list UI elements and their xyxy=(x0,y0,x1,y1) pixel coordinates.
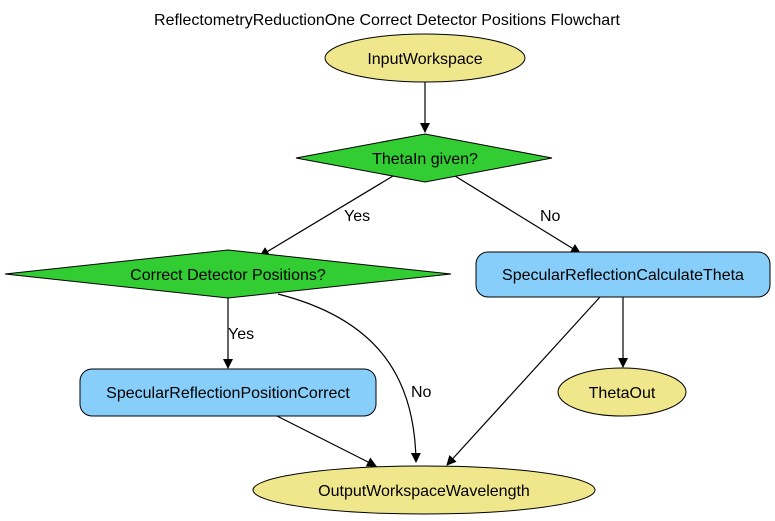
output-workspace-wavelength-label: OutputWorkspaceWavelength xyxy=(318,483,530,500)
edge-label-correct-no: No xyxy=(411,384,432,401)
theta-in-given-label: ThetaIn given? xyxy=(372,151,478,168)
edge-theta-in-yes xyxy=(259,175,394,257)
specular-position-correct-shape xyxy=(79,368,377,417)
node-input-workspace: InputWorkspace xyxy=(324,33,526,83)
specular-calculate-theta-shape xyxy=(475,251,771,298)
theta-out-shape xyxy=(557,367,687,417)
diagram-title: ReflectometryReductionOne Correct Detect… xyxy=(154,12,621,29)
correct-detector-positions-shape xyxy=(4,249,452,299)
node-theta-in-given: ThetaIn given? xyxy=(295,133,553,183)
input-workspace-label: InputWorkspace xyxy=(367,51,482,68)
edge-calculate-theta-to-output xyxy=(446,296,601,466)
node-specular-calculate-theta: SpecularReflectionCalculateTheta xyxy=(475,251,771,298)
node-specular-position-correct: SpecularReflectionPositionCorrect xyxy=(79,368,377,417)
specular-position-correct-label: SpecularReflectionPositionCorrect xyxy=(106,385,350,402)
correct-detector-positions-label: Correct Detector Positions? xyxy=(130,267,326,284)
output-workspace-wavelength-shape xyxy=(252,465,596,515)
node-theta-out: ThetaOut xyxy=(557,367,687,417)
edge-label-correct-yes: Yes xyxy=(228,326,254,343)
node-output-workspace-wavelength: OutputWorkspaceWavelength xyxy=(252,465,596,515)
edge-correct-no xyxy=(277,293,421,463)
input-workspace-shape xyxy=(324,33,526,83)
theta-in-given-shape xyxy=(295,133,553,183)
specular-calculate-theta-label: SpecularReflectionCalculateTheta xyxy=(502,267,744,284)
edge-label-theta-yes: Yes xyxy=(344,208,370,225)
edge-position-correct-to-output xyxy=(274,414,377,467)
edge-label-theta-no: No xyxy=(540,208,561,225)
edge-theta-in-no xyxy=(454,175,581,254)
node-correct-detector-positions: Correct Detector Positions? xyxy=(4,249,452,299)
theta-out-label: ThetaOut xyxy=(589,385,656,402)
